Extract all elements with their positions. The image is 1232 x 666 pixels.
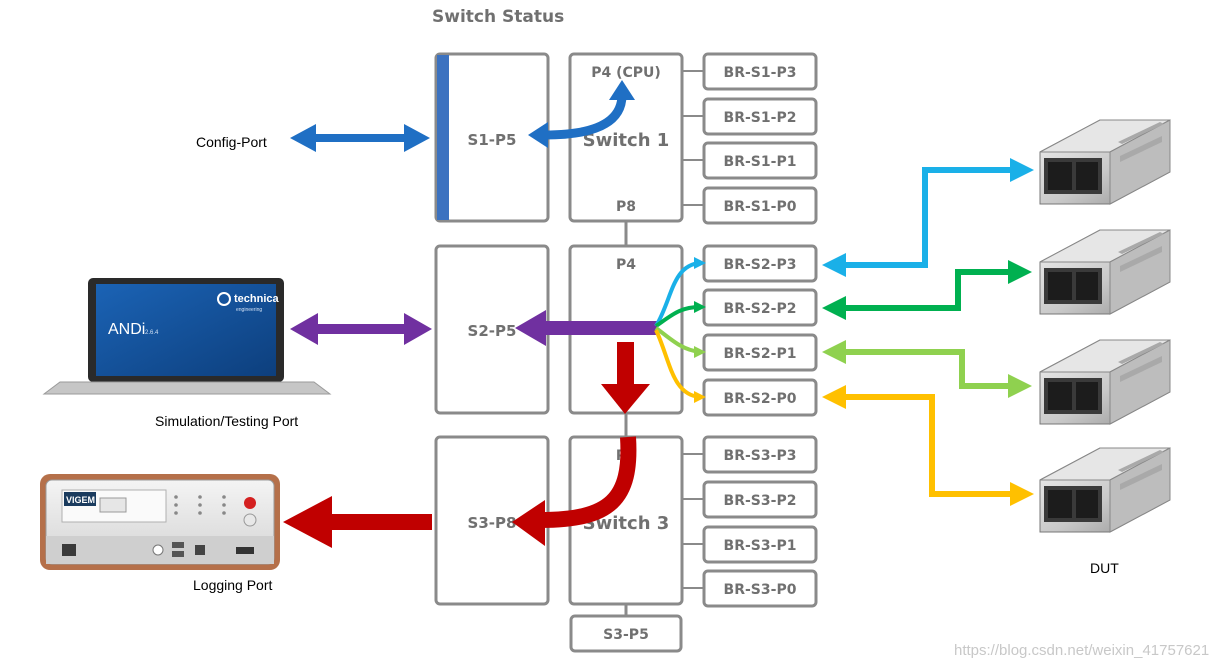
switch1-port-cpu: P4 (CPU) xyxy=(591,65,661,81)
bridge-port-box-br-s3-p1: BR-S3-P1 xyxy=(702,525,818,564)
port-box-s3-p8: S3-P8 xyxy=(434,435,550,606)
bridge-port-label: BR-S3-P0 xyxy=(724,582,797,598)
dut-link-p2 xyxy=(822,260,1032,320)
cpu-link-arrow xyxy=(528,80,635,148)
bridge-port-label: BR-S1-P2 xyxy=(724,110,797,126)
laptop-image: technica engineering ANDi 2.6.4 xyxy=(42,278,332,395)
bridge-port-box-br-s1-p3: BR-S1-P3 xyxy=(702,52,818,91)
bridge-port-label: BR-S1-P0 xyxy=(724,199,797,215)
port-label-s3-p8: S3-P8 xyxy=(468,514,517,532)
logging-port-label: Logging Port xyxy=(193,577,273,593)
bridge-port-label: BR-S3-P1 xyxy=(724,538,797,554)
switch-box-3: P Switch 3 xyxy=(568,435,684,606)
bridge-port-box-br-s1-p2: BR-S1-P2 xyxy=(702,97,818,136)
bridge-port-label: BR-S3-P3 xyxy=(724,448,797,464)
s2-inbound-arrow xyxy=(515,310,658,346)
laptop-brand-sub: engineering xyxy=(236,307,262,313)
simulation-port-arrow xyxy=(290,313,432,345)
laptop-brand: technica xyxy=(234,293,280,305)
fanout-arrowhead-p1 xyxy=(694,346,706,358)
dut-ecu-2 xyxy=(1039,229,1171,315)
bridge-port-box-br-s3-p0: BR-S3-P0 xyxy=(702,569,818,608)
dut-ecu-3 xyxy=(1039,339,1171,425)
port-box-s1-p5: S1-P5 xyxy=(434,52,550,223)
fanout-arrowhead-p2 xyxy=(694,301,706,313)
fanout-arrowhead-p3 xyxy=(694,257,706,269)
dut-ecu-1 xyxy=(1039,119,1171,205)
laptop-app-version: 2.6.4 xyxy=(145,330,159,336)
dut-ecu-4 xyxy=(1039,447,1171,533)
switch-box-1: P4 (CPU) Switch 1 P8 xyxy=(568,52,684,223)
port-label-s1-p5: S1-P5 xyxy=(468,131,517,149)
diagram-title: Switch Status xyxy=(432,7,564,27)
fanout-arrowhead-p0 xyxy=(694,391,706,403)
bridge-port-box-br-s2-p0: BR-S2-P0 xyxy=(702,378,818,417)
bridge-port-box-br-s2-p1: BR-S2-P1 xyxy=(702,333,818,372)
port-box-s3-p5: S3-P5 xyxy=(569,614,683,653)
simulation-port-label: Simulation/Testing Port xyxy=(155,413,298,429)
dut-link-p1 xyxy=(822,340,1032,398)
mirror-curve-arrow xyxy=(512,436,637,546)
bridge-port-box-br-s3-p3: BR-S3-P3 xyxy=(702,435,818,474)
config-port-label: Config-Port xyxy=(196,134,267,150)
bridge-port-label: BR-S2-P0 xyxy=(724,391,797,407)
config-port-arrow xyxy=(290,124,430,152)
bridge-port-label: BR-S2-P3 xyxy=(724,257,797,273)
laptop-app-name: ANDi xyxy=(108,321,145,338)
dut-link-p3 xyxy=(822,158,1034,277)
mirror-down-arrow xyxy=(601,342,650,414)
dut-link-p0 xyxy=(822,385,1034,506)
bridge-port-box-br-s3-p2: BR-S3-P2 xyxy=(702,480,818,519)
bridge-port-box-br-s2-p2: BR-S2-P2 xyxy=(702,288,818,327)
bridge-port-box-br-s2-p3: BR-S2-P3 xyxy=(702,244,818,283)
bridge-port-label: BR-S2-P2 xyxy=(724,301,797,317)
logging-port-arrow xyxy=(283,496,432,548)
logger-brand: VIGEM xyxy=(66,495,95,505)
bridge-port-label: BR-S3-P2 xyxy=(724,493,797,509)
switch2-port-p4: P4 xyxy=(616,257,636,273)
bridge-connectors xyxy=(681,70,704,589)
dut-label: DUT xyxy=(1090,560,1119,576)
bridge-port-box-br-s1-p1: BR-S1-P1 xyxy=(702,141,818,180)
bridge-port-label: BR-S1-P3 xyxy=(724,65,797,81)
watermark-text: https://blog.csdn.net/weixin_41757621 xyxy=(954,642,1209,659)
bridge-port-box-br-s1-p0: BR-S1-P0 xyxy=(702,186,818,225)
switch3-name: Switch 3 xyxy=(583,513,670,534)
switch1-name: Switch 1 xyxy=(583,130,670,151)
port-label-s3-p5: S3-P5 xyxy=(603,627,649,643)
bridge-port-label: BR-S2-P1 xyxy=(724,346,797,362)
bridge-port-label: BR-S1-P1 xyxy=(724,154,797,170)
switch1-port-p8: P8 xyxy=(616,199,636,215)
logger-device-image: VIGEM xyxy=(40,474,280,570)
port-label-s2-p5: S2-P5 xyxy=(468,322,517,340)
